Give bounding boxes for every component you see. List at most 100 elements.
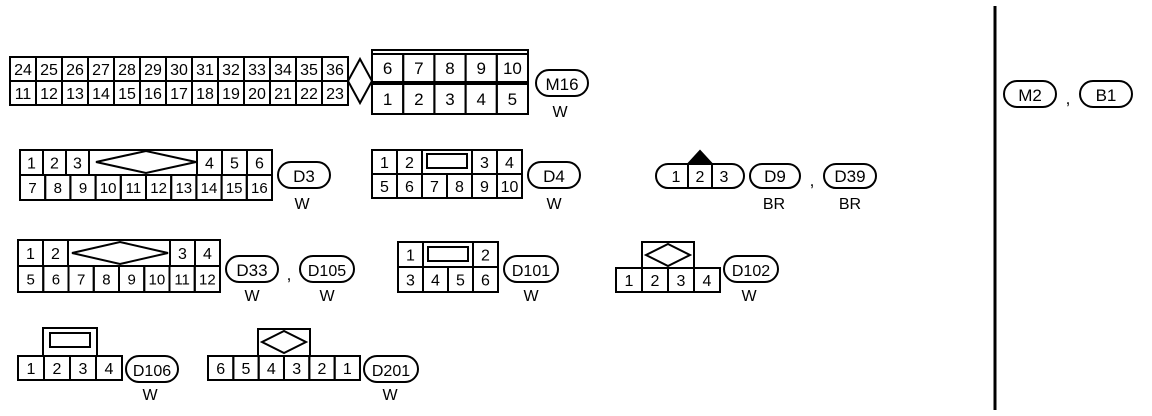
pin-number: 1 bbox=[26, 246, 35, 263]
pin-number: 12 bbox=[199, 271, 216, 288]
pin-number: 7 bbox=[430, 179, 439, 196]
d102-id-label: D102 bbox=[732, 263, 770, 280]
m16-right-block bbox=[371, 49, 529, 115]
m16-id-label: M16 bbox=[545, 75, 578, 94]
pin-number: 4 bbox=[703, 273, 712, 290]
pin-number: 1 bbox=[27, 155, 36, 172]
pin-number: 4 bbox=[431, 272, 440, 289]
d9-id-badge bbox=[749, 163, 801, 189]
d201-id-label: D201 bbox=[372, 363, 410, 380]
d101-id-badge bbox=[503, 255, 559, 283]
d39-id-badge bbox=[823, 163, 877, 189]
pin-number: 21 bbox=[274, 86, 292, 103]
pin-number: 7 bbox=[414, 59, 423, 78]
pin-number: 9 bbox=[480, 179, 489, 196]
pin-number: 2 bbox=[318, 361, 327, 378]
pin-number: 3 bbox=[292, 361, 301, 378]
pin-number: 13 bbox=[66, 86, 84, 103]
m16-color-label: W bbox=[552, 104, 568, 121]
pin-cell bbox=[496, 173, 523, 199]
d106-id-badge bbox=[125, 355, 179, 383]
pin-number: 6 bbox=[255, 155, 264, 172]
d105-color-label: W bbox=[319, 288, 335, 305]
pin-number: 23 bbox=[326, 86, 344, 103]
d4-id-label: D4 bbox=[543, 167, 565, 186]
pin-number: 3 bbox=[178, 246, 187, 263]
pin-number: 11 bbox=[174, 271, 190, 288]
d102-color-label: W bbox=[741, 288, 757, 305]
pin-number: 9 bbox=[127, 271, 135, 288]
pin-number: 22 bbox=[300, 86, 318, 103]
pin-number: 1 bbox=[380, 155, 389, 172]
pin-number: 4 bbox=[505, 155, 514, 172]
d101-color-label: W bbox=[523, 288, 539, 305]
d102-key-housing bbox=[641, 241, 695, 269]
pin-number: 5 bbox=[230, 155, 239, 172]
pin-number: 1 bbox=[383, 90, 392, 109]
pin-number: 3 bbox=[406, 272, 415, 289]
d4-color-label: W bbox=[546, 196, 562, 213]
side-panel: M2 , B1 bbox=[1003, 80, 1133, 108]
d39-color-label: BR bbox=[839, 196, 861, 213]
pin-number: 14 bbox=[201, 180, 218, 197]
pin-number: 1 bbox=[672, 169, 681, 186]
pin-number: 28 bbox=[118, 62, 136, 79]
d105-id-label: D105 bbox=[308, 263, 346, 280]
pin-number: 30 bbox=[170, 62, 188, 79]
pin-number: 2 bbox=[51, 246, 60, 263]
d201-color-label: W bbox=[382, 387, 398, 404]
d33-id-badge bbox=[225, 255, 279, 283]
d101-top-left-pins: 1 bbox=[397, 241, 424, 268]
pin-number: 5 bbox=[26, 271, 34, 288]
pin-number: 15 bbox=[226, 180, 243, 197]
pin-cell bbox=[333, 355, 361, 381]
pin-cell bbox=[472, 266, 499, 293]
pin-cell bbox=[245, 174, 274, 201]
pin-number: 10 bbox=[503, 59, 522, 78]
pin-number: 2 bbox=[651, 273, 660, 290]
pin-number: 8 bbox=[445, 59, 454, 78]
d3-id-badge bbox=[277, 161, 331, 189]
pin-number: 5 bbox=[508, 90, 517, 109]
d106-id-label: D106 bbox=[133, 363, 171, 380]
pin-number: 9 bbox=[476, 59, 485, 78]
pin-number: 36 bbox=[326, 62, 344, 79]
d101-latch bbox=[427, 246, 469, 262]
d102-id-badge bbox=[723, 255, 779, 283]
pin-number: 19 bbox=[222, 86, 240, 103]
d101-top-right-pins: 2 bbox=[472, 241, 499, 268]
pin-number: 3 bbox=[677, 273, 686, 290]
m2-id-label: M2 bbox=[1018, 86, 1042, 105]
b1-id-label: B1 bbox=[1096, 86, 1117, 105]
pin-number: 13 bbox=[175, 180, 192, 197]
d9-separator: , bbox=[810, 171, 815, 190]
b1-id-badge bbox=[1079, 80, 1133, 108]
d33-lock-diamond bbox=[71, 240, 169, 266]
pin-number: 2 bbox=[50, 155, 59, 172]
pin-number: 2 bbox=[481, 247, 490, 264]
pin-number: 1 bbox=[406, 247, 415, 264]
pin-cell bbox=[321, 80, 349, 106]
d106-latch bbox=[49, 332, 91, 348]
d201-lock-diamond bbox=[259, 329, 309, 355]
pin-number: 9 bbox=[79, 180, 87, 197]
pin-number: 27 bbox=[92, 62, 110, 79]
d9-id-label: D9 bbox=[764, 167, 786, 186]
d33-id-label: D33 bbox=[236, 261, 267, 280]
pin-number: 1 bbox=[27, 361, 36, 378]
m16-lock-diamond bbox=[346, 56, 374, 106]
